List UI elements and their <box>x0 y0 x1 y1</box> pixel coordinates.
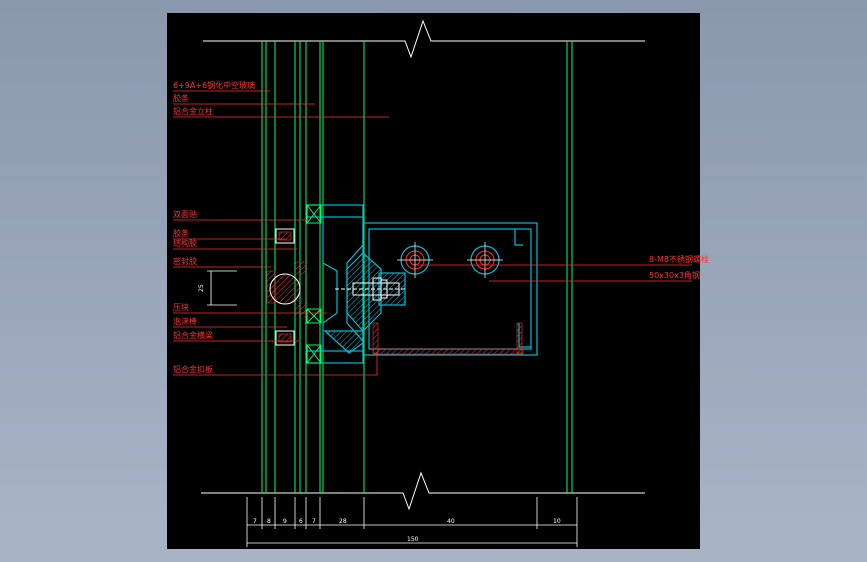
label-double-tape: 双面贴 <box>173 209 197 219</box>
label-transom: 铝合金横梁 <box>173 330 213 340</box>
mullion-section-drawing: 6+9A+6钢化中空玻璃 胶条 铝合金立柱 双面贴 胶条 结构胶 密封胶 压块 … <box>173 19 709 547</box>
dim-vertical-text: 25 <box>198 284 205 292</box>
dimension-texts: 7 8 9 6 7 28 40 10 150 <box>253 518 561 543</box>
dim-seg-4: 6 <box>299 518 303 525</box>
bottom-break-line <box>201 471 645 511</box>
dim-total: 150 <box>407 536 419 543</box>
label-mullion: 铝合金立柱 <box>173 106 213 116</box>
dim-seg-6: 28 <box>339 518 347 525</box>
label-bolt: 8-M8不锈钢螺栓 <box>649 254 709 264</box>
top-break-line <box>203 19 645 59</box>
sealant-elements <box>266 228 307 346</box>
dim-seg-1: 7 <box>253 518 257 525</box>
dim-seg-5: 7 <box>312 518 316 525</box>
left-top-labels: 6+9A+6钢化中空玻璃 胶条 铝合金立柱 <box>173 80 255 116</box>
gasket-blocks <box>306 204 322 364</box>
label-gasket-top: 胶条 <box>173 93 189 103</box>
vertical-dimension <box>207 270 237 306</box>
label-angle-steel: 50x30x3角钢 <box>649 270 700 280</box>
label-weather-sealant: 密封胶 <box>173 256 197 266</box>
label-gasket-mid: 胶条 <box>173 228 189 238</box>
label-cover-plate: 铝合金扣板 <box>173 364 213 374</box>
dim-seg-2: 8 <box>267 518 271 525</box>
right-labels: 8-M8不锈钢螺栓 50x30x3角钢 <box>649 254 709 280</box>
label-foam-rod: 泡沫棒 <box>173 316 197 326</box>
label-glass: 6+9A+6钢化中空玻璃 <box>173 80 255 90</box>
left-low-labels: 压块 泡沫棒 铝合金横梁 铝合金扣板 <box>173 302 213 374</box>
glass-lines <box>261 41 573 493</box>
bolt-holes <box>397 242 503 278</box>
left-mid-labels: 双面贴 胶条 结构胶 密封胶 <box>173 209 197 266</box>
dim-seg-3: 9 <box>283 518 287 525</box>
angle-steel <box>372 322 524 355</box>
dim-seg-7: 40 <box>447 518 455 525</box>
dim-seg-8: 10 <box>553 518 561 525</box>
label-pressure-block: 压块 <box>173 302 189 312</box>
bolt <box>335 277 407 301</box>
label-structural-sealant: 结构胶 <box>173 238 197 248</box>
cad-viewport[interactable]: 6+9A+6钢化中空玻璃 胶条 铝合金立柱 双面贴 胶条 结构胶 密封胶 压块 … <box>167 13 709 549</box>
mullion-profile <box>306 204 538 364</box>
dimension-chain <box>246 497 578 547</box>
leader-lines <box>173 90 692 376</box>
